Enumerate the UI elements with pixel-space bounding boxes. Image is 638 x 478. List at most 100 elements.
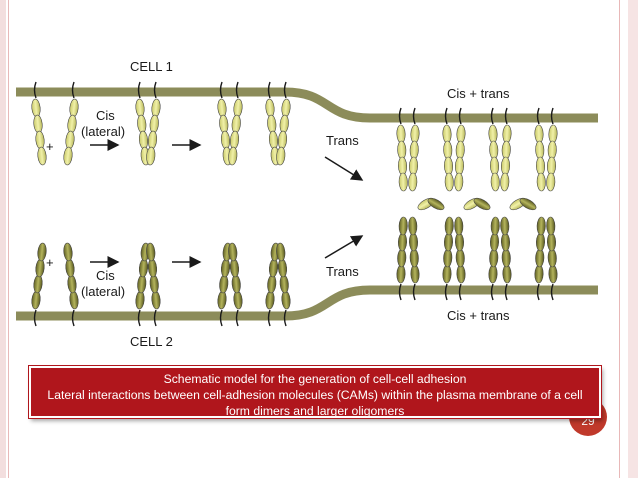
cam-tail [71, 309, 75, 327]
cam-tail [444, 283, 448, 301]
cam-tail [267, 309, 271, 327]
cam-domain [220, 130, 231, 150]
cam-domain [444, 172, 454, 192]
cam-tail [490, 107, 494, 125]
cis-lateral-label-top: (lateral) [81, 124, 125, 139]
cam-domain [67, 114, 77, 134]
cam-domain [397, 140, 407, 160]
cam-domain [35, 258, 45, 278]
cam-tail [137, 309, 141, 327]
cam-tail [504, 107, 508, 125]
cam-domain [409, 248, 419, 268]
cam-domain [546, 216, 556, 236]
cam-domain [454, 232, 465, 252]
cam-tail [550, 107, 554, 125]
cam-domain [408, 156, 419, 176]
cam-tail [536, 283, 540, 301]
cis-trans-label-bottom: Cis + trans [447, 308, 510, 323]
cam-domain [398, 172, 408, 192]
cam-domain [277, 258, 288, 278]
cis-lateral-label-bottom: (lateral) [81, 284, 125, 299]
cam-tail [398, 107, 402, 125]
cam-domain [500, 156, 511, 176]
cam-domain [443, 248, 453, 268]
cell2-label: CELL 2 [130, 334, 173, 349]
cam-domain [456, 124, 466, 144]
cam-domain [546, 172, 556, 192]
cam-domain [69, 290, 79, 310]
cam-domain [217, 290, 227, 310]
caption-line-2: Lateral interactions between cell-adhesi… [47, 388, 583, 402]
cam-domain [33, 114, 43, 134]
slide-right-border [628, 0, 638, 478]
cam-domain [137, 114, 147, 134]
cam-domain [535, 248, 545, 268]
cam-domain [281, 290, 291, 310]
cam-domain [489, 232, 500, 252]
cam-domain [501, 248, 511, 268]
cam-domain [455, 140, 465, 160]
cam-domain [276, 242, 286, 262]
cam-tail [490, 283, 494, 301]
cam-tail [412, 107, 416, 125]
cam-domain [489, 248, 499, 268]
cam-domain [398, 216, 408, 236]
cam-domain [454, 172, 464, 192]
cam-domain [276, 146, 286, 166]
cell1-membrane [16, 87, 598, 123]
cam-domain [138, 130, 149, 150]
slide-left-rule [8, 0, 9, 478]
cam-tail [267, 81, 271, 99]
cam-domain [500, 172, 510, 192]
cam-domain [146, 242, 156, 262]
cam-domain [502, 124, 512, 144]
cam-domain [489, 140, 499, 160]
cam-domain [31, 98, 41, 118]
cam-domain [267, 274, 277, 294]
cam-tail [412, 283, 416, 301]
cam-tail [283, 309, 287, 327]
cam-domain [455, 248, 465, 268]
cam-domain [37, 146, 47, 166]
cam-domain [488, 264, 498, 284]
plus-sign-bottom: + [46, 255, 54, 270]
cam-domain [534, 264, 544, 284]
cam-domain [146, 146, 156, 166]
adhesion-molecules [31, 81, 558, 327]
cam-domain [233, 290, 243, 310]
cam-domain [279, 274, 289, 294]
cell2-membrane [16, 285, 598, 321]
caption-box: Schematic model for the generation of ce… [29, 366, 601, 418]
cam-domain [548, 124, 558, 144]
cis-trans-label-top: Cis + trans [447, 86, 510, 101]
cam-domain [443, 156, 454, 176]
cam-domain [65, 258, 75, 278]
cam-domain [220, 258, 231, 278]
cam-domain [490, 216, 500, 236]
cam-tail [504, 283, 508, 301]
trans-label-top: Trans [326, 133, 359, 148]
cam-domain [442, 264, 452, 284]
cam-domain [268, 258, 279, 278]
cam-domain [397, 156, 408, 176]
cis-label-bottom: Cis [96, 268, 115, 283]
caption-line-1: Schematic model for the generation of ce… [163, 372, 467, 386]
cam-domain [443, 140, 453, 160]
plus-sign-top: + [46, 139, 54, 154]
cam-domain [500, 232, 511, 252]
cam-domain [63, 146, 73, 166]
cam-domain [397, 248, 407, 268]
cam-domain [149, 114, 159, 134]
cam-domain [444, 216, 454, 236]
cam-tail [219, 309, 223, 327]
cam-domain [219, 274, 229, 294]
slide-left-border [0, 0, 6, 478]
cam-tail [458, 283, 462, 301]
cam-domain [488, 124, 498, 144]
cam-domain [501, 140, 511, 160]
cam-tail [33, 309, 37, 327]
cam-domain [229, 130, 240, 150]
trans-arrow-top [324, 156, 364, 181]
cam-domain [147, 258, 158, 278]
